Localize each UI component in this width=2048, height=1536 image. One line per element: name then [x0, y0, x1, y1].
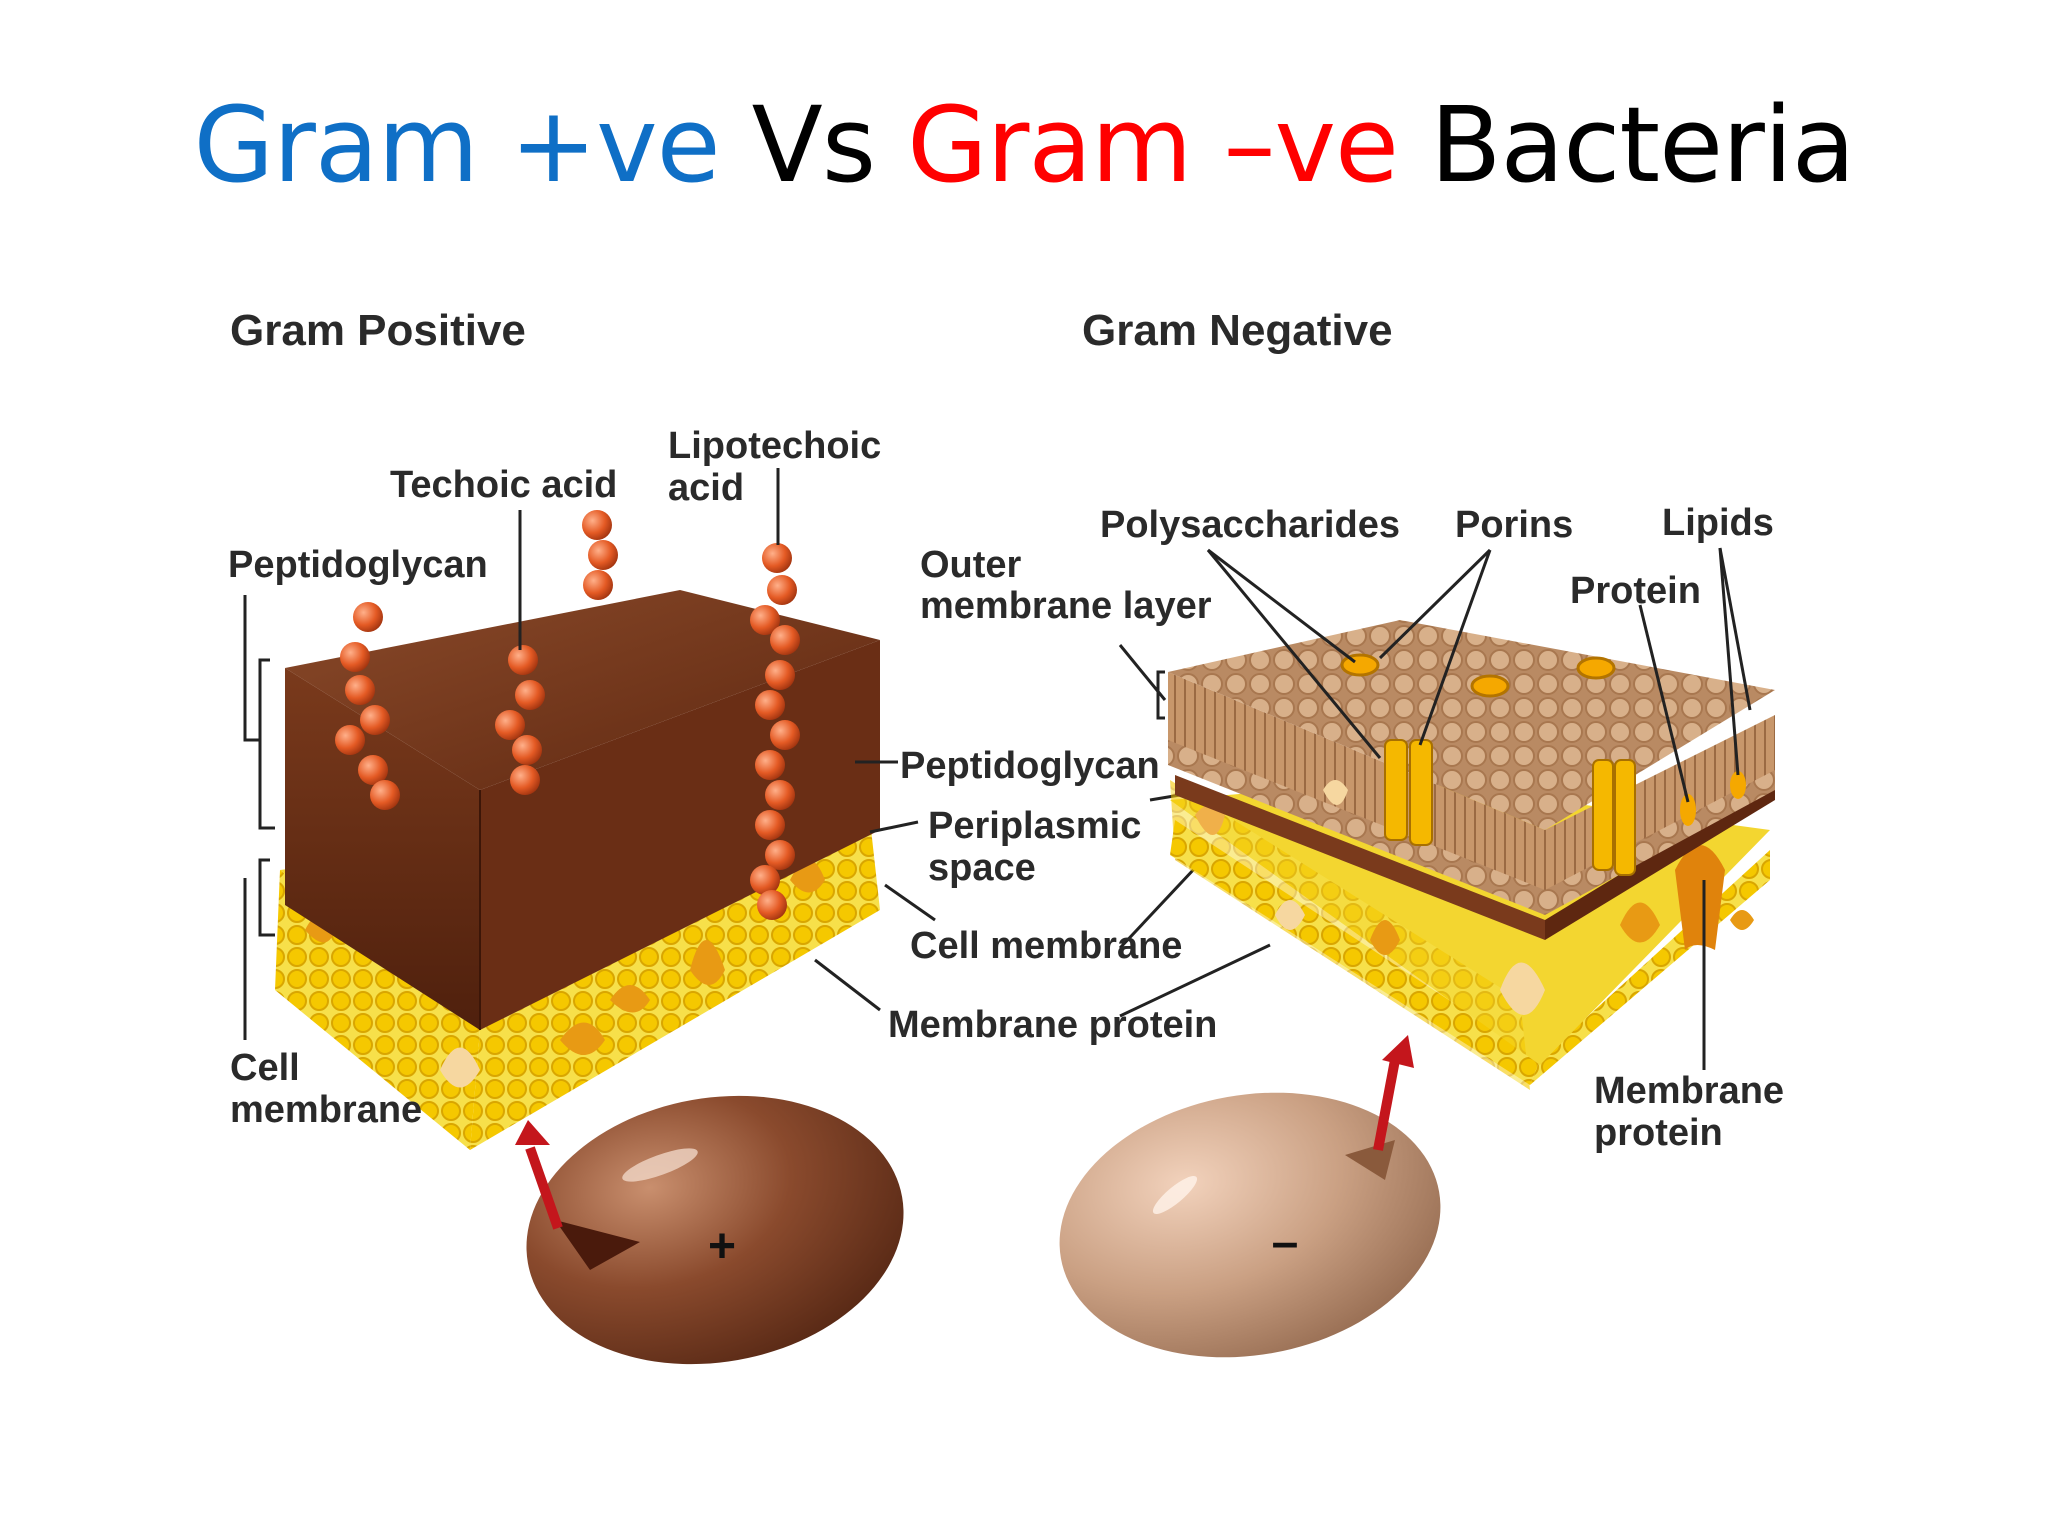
label-lipids: Lipids [1662, 502, 1774, 544]
title-gram-positive: Gram +ve [193, 84, 720, 206]
title-gram-negative: Gram –ve [907, 84, 1399, 206]
label-membrane-protein-line1: Membrane [1594, 1070, 1784, 1112]
title-bacteria: Bacteria [1430, 84, 1855, 206]
label-membrane-protein-line2: protein [1594, 1112, 1723, 1154]
label-techoic-acid: Techoic acid [390, 464, 617, 506]
label-cell-membrane-line1: Cell [230, 1047, 300, 1089]
positive-cell-sign: + [708, 1220, 736, 1273]
gram-positive-leader-lines [243, 468, 780, 1040]
label-lipotechoic-acid-line1: Lipotechoic [668, 425, 881, 467]
label-lipotechoic-acid-line2: acid [668, 467, 744, 509]
label-cell-membrane-middle: Cell membrane [910, 925, 1182, 967]
label-porins: Porins [1455, 504, 1573, 546]
page-title: Gram +ve Vs Gram –ve Bacteria [0, 88, 2048, 202]
label-periplasmic-line1: Periplasmic [928, 805, 1141, 847]
gram-negative-heading: Gram Negative [1082, 306, 1393, 355]
gram-negative-outer-membrane [1168, 620, 1775, 915]
gram-positive-heading: Gram Positive [230, 306, 526, 355]
gram-positive-cell [526, 1095, 904, 1365]
label-periplasmic-line2: space [928, 847, 1036, 889]
label-peptidoglycan-middle: Peptidoglycan [900, 745, 1160, 787]
title-vs: Vs [751, 84, 876, 206]
gram-negative-cell [1059, 1092, 1441, 1358]
negative-cell-sign: – [1272, 1216, 1299, 1269]
gram-negative-leader-lines [1118, 547, 1752, 1070]
label-polysaccharides: Polysaccharides [1100, 504, 1400, 546]
label-peptidoglycan-positive: Peptidoglycan [228, 544, 488, 586]
label-outer-membrane-line2: membrane layer [920, 585, 1212, 627]
label-cell-membrane-line2: membrane [230, 1089, 422, 1131]
label-outer-membrane-line1: Outer [920, 544, 1022, 586]
arrow-negative-up [1373, 1035, 1414, 1151]
label-membrane-protein-middle: Membrane protein [888, 1004, 1217, 1046]
label-protein: Protein [1570, 570, 1701, 612]
arrow-positive-up [515, 1120, 563, 1230]
gram-positive-teichoic-beads [335, 510, 800, 920]
